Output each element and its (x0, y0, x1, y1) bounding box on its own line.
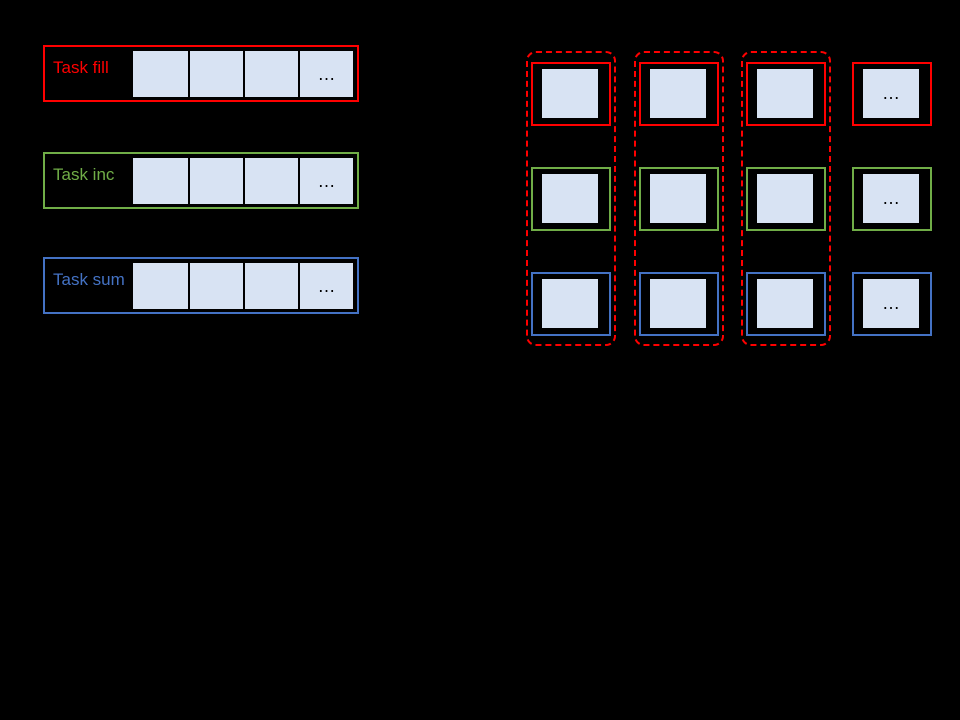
chunk-box-fill-1 (531, 62, 611, 126)
chunk-box-sum-2 (639, 272, 719, 336)
chunk-box-fill-ellipsis: … (852, 62, 932, 126)
ellipsis-text: … (317, 63, 336, 84)
ellipsis-text: … (882, 83, 900, 103)
chunk-box-fill-2 (639, 62, 719, 126)
array-cell (133, 158, 188, 204)
chunk-box-sum-1 (531, 272, 611, 336)
array-cell (188, 51, 243, 97)
chunk-box-inc-1 (531, 167, 611, 231)
chunk-box-fill-area (542, 279, 598, 328)
ellipsis-text: … (882, 293, 900, 313)
chunk-box-fill-area (650, 69, 706, 118)
chunk-box-sum-ellipsis: … (852, 272, 932, 336)
chunk-group-outline-1 (526, 51, 616, 346)
chunk-box-fill-area: … (863, 69, 919, 118)
task-inc-label: Task inc (53, 165, 115, 184)
chunk-box-sum-3 (746, 272, 826, 336)
array-cell (188, 158, 243, 204)
chunk-box-fill-area (650, 279, 706, 328)
chunk-box-fill-area (757, 174, 813, 223)
chunk-box-fill-area (757, 69, 813, 118)
chunk-box-fill-area: … (863, 174, 919, 223)
task-inc-array: … (133, 158, 353, 204)
array-cell (243, 158, 298, 204)
array-cell-ellipsis: … (298, 158, 353, 204)
chunk-group-outline-2 (634, 51, 724, 346)
chunk-box-fill-area (542, 69, 598, 118)
chunk-box-fill-area (650, 174, 706, 223)
chunk-box-fill-area (757, 279, 813, 328)
task-fill-label: Task fill (53, 58, 109, 77)
task-row-inc: Task inc … (43, 152, 359, 209)
chunk-box-fill-area (542, 174, 598, 223)
task-sum-label: Task sum (53, 270, 125, 289)
array-cell (133, 263, 188, 309)
task-fill-array: … (133, 51, 353, 97)
array-cell (188, 263, 243, 309)
ellipsis-text: … (882, 188, 900, 208)
ellipsis-text: … (317, 170, 336, 191)
array-cell (243, 51, 298, 97)
task-row-fill: Task fill … (43, 45, 359, 102)
array-cell (133, 51, 188, 97)
chunk-box-fill-area: … (863, 279, 919, 328)
array-cell-ellipsis: … (298, 51, 353, 97)
ellipsis-text: … (317, 275, 336, 296)
chunk-box-inc-ellipsis: … (852, 167, 932, 231)
array-cell (243, 263, 298, 309)
array-cell-ellipsis: … (298, 263, 353, 309)
chunk-box-inc-3 (746, 167, 826, 231)
chunk-box-inc-2 (639, 167, 719, 231)
task-row-sum: Task sum … (43, 257, 359, 314)
chunk-box-fill-3 (746, 62, 826, 126)
chunk-group-outline-3 (741, 51, 831, 346)
task-sum-array: … (133, 263, 353, 309)
